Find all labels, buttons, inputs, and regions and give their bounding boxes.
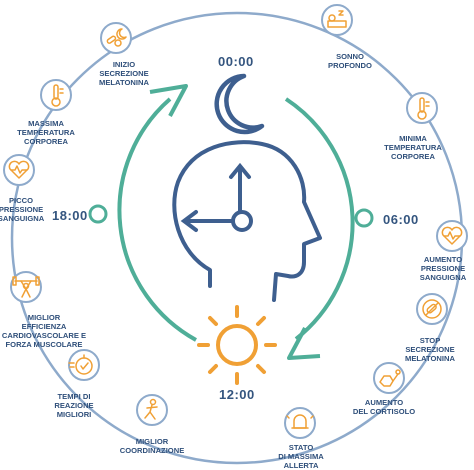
- event-label-7: MIGLIOR COORDINAZIONE: [119, 437, 185, 455]
- event-marker-3: [436, 220, 468, 252]
- event-label-9: MIGLIOR EFFICIENZA CARDIOVASCOLARE E FOR…: [1, 313, 87, 349]
- heart-pressure-up-icon: [441, 226, 463, 245]
- green-cycle-arc-right: [284, 97, 355, 341]
- event-label-5: AUMENTO DEL CORTISOLO: [352, 398, 416, 416]
- stopwatch-icon: [68, 354, 93, 375]
- thermometer-low-icon: [417, 97, 430, 120]
- event-label-6: STATO DI MASSIMA ALLERTA: [278, 443, 324, 470]
- time-label-midnight: 00:00: [218, 54, 254, 69]
- event-label-11: MASSIMA TEMPERATURA CORPOREA: [17, 119, 75, 146]
- sleeping-person-icon: [327, 10, 347, 28]
- event-marker-5: [373, 362, 405, 394]
- time-label-noon: 12:00: [219, 387, 255, 402]
- event-label-8: TEMPI DI REAZIONE MIGLIORI: [54, 392, 94, 419]
- event-marker-6: [284, 407, 316, 439]
- clock-hands-icon: [180, 162, 253, 232]
- event-label-1: SONNO PROFONDO: [328, 52, 372, 70]
- event-marker-1: [321, 4, 353, 36]
- heart-pressure-peak-icon: [8, 160, 30, 179]
- event-label-2: MINIMA TEMPERATURA CORPOREA: [384, 134, 442, 161]
- time-label-morning: 06:00: [383, 212, 419, 227]
- alarm-bell-icon: [286, 414, 314, 429]
- event-label-4: STOP SECREZIONE MELATONINA: [405, 336, 455, 363]
- event-marker-12: [100, 22, 132, 54]
- event-label-12: INIZIO SECREZIONE MELATONINA: [99, 60, 149, 87]
- node-18: [88, 204, 108, 224]
- green-cycle-arc-left: [117, 97, 197, 342]
- node-06: [354, 208, 374, 228]
- arrow-top-left-icon: [149, 84, 188, 117]
- event-marker-2: [406, 92, 438, 124]
- no-pills-icon: [422, 299, 442, 319]
- event-marker-7: [136, 394, 168, 426]
- moon-icon: [214, 73, 265, 135]
- thermometer-high-icon: [51, 84, 64, 107]
- event-marker-11: [40, 79, 72, 111]
- runner-icon: [144, 398, 158, 420]
- event-marker-4: [416, 293, 448, 325]
- arrow-bottom-right-icon: [287, 327, 321, 360]
- weightlifter-icon: [12, 276, 40, 298]
- event-marker-10: [3, 154, 35, 186]
- head-profile-icon: [172, 140, 322, 302]
- time-label-evening: 18:00: [52, 208, 88, 223]
- sun-icon: [197, 305, 277, 385]
- event-label-3: AUMENTO PRESSIONE SANGUIGNA: [419, 255, 467, 282]
- event-label-10: PICCO PRESSIONE SANGUIGNA: [0, 196, 45, 223]
- molecule-icon: [379, 369, 401, 387]
- pills-moon-icon: [106, 28, 127, 47]
- event-marker-8: [68, 349, 100, 381]
- event-marker-9: [10, 271, 42, 303]
